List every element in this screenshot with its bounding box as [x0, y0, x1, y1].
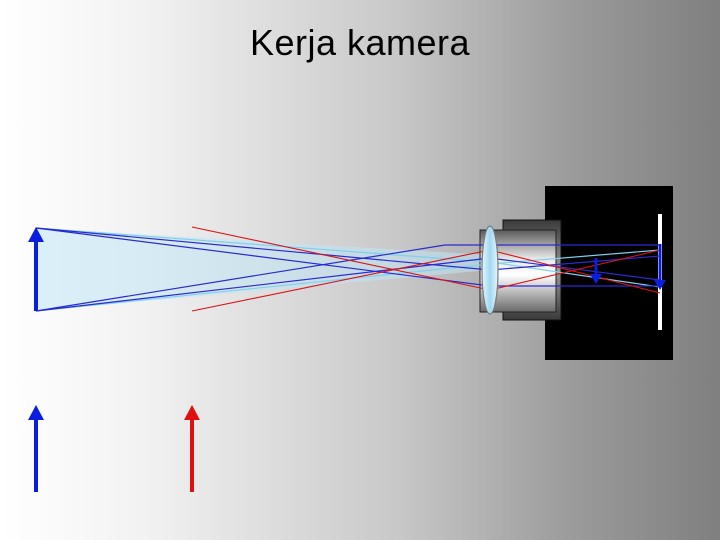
red-rays	[191, 226, 661, 312]
light-cone	[36, 228, 490, 311]
image-arrow-small-icon	[590, 258, 602, 284]
image-arrow-icon	[654, 244, 666, 290]
legend-red-arrow-icon	[184, 405, 200, 492]
lens	[481, 225, 499, 315]
slide-title: Kerja kamera	[249, 22, 471, 63]
object-arrow-icon	[28, 227, 44, 311]
legend-blue-arrow-icon	[28, 405, 44, 492]
blue-rays	[35, 227, 661, 312]
